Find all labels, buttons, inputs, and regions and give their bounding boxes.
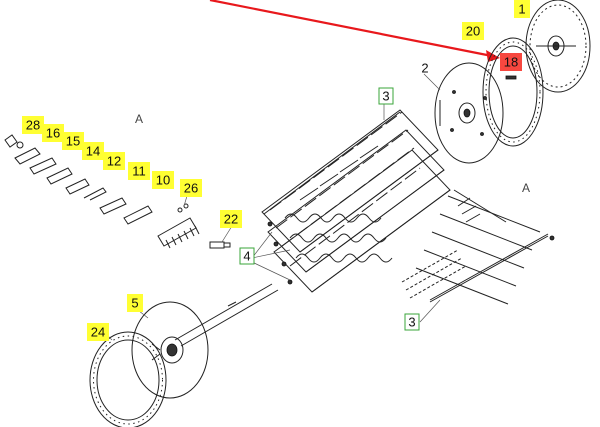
callout-box	[82, 142, 104, 160]
callout-text: 20	[466, 24, 480, 39]
callout-c11: 11	[128, 162, 150, 180]
callout-text: 14	[86, 144, 100, 159]
callout-c5: 5	[127, 294, 143, 312]
callout-text: 18	[504, 55, 518, 70]
part-24-ring	[89, 331, 167, 427]
callout-text: 12	[107, 154, 121, 169]
callout-box	[462, 22, 484, 40]
callout-c20: 20	[462, 22, 484, 40]
callout-c10: 10	[152, 171, 174, 189]
part-3-bar-assembly	[401, 189, 555, 305]
part-2-disk-plate	[434, 62, 504, 164]
callout-box	[62, 132, 84, 150]
callout-text: 22	[224, 212, 238, 227]
callout-labels: 1 20 18 2 3 3 4 28 16 15 14 12 11 10 26 22 5 24	[22, 0, 530, 341]
section-letter-a-right: A	[522, 181, 530, 195]
callout-box	[128, 162, 150, 180]
callout-box	[500, 53, 522, 71]
callout-box	[42, 124, 64, 142]
callout-text: 5	[131, 296, 138, 311]
callout-text: 26	[184, 181, 198, 196]
callout-text: 3	[408, 315, 415, 330]
callout-box	[22, 116, 44, 134]
callout-box	[378, 87, 394, 105]
callout-c18: 18	[500, 53, 522, 71]
callout-c3b: 3	[404, 313, 420, 331]
callout-text: 24	[91, 325, 105, 340]
callout-text: 3	[382, 89, 389, 104]
callout-box	[220, 210, 242, 228]
callout-text: 28	[26, 118, 40, 133]
callout-box	[404, 313, 420, 331]
callout-c2: 2	[421, 61, 428, 76]
callout-c4: 4	[239, 247, 255, 265]
callout-c28: 28	[22, 116, 44, 134]
callout-c26: 26	[180, 179, 202, 197]
part-26-comb-bracket	[157, 203, 200, 249]
callout-c15: 15	[62, 132, 84, 150]
callout-text: 10	[156, 173, 170, 188]
part-4-rotor-body	[261, 109, 451, 293]
callout-c16: 16	[42, 124, 64, 142]
callout-box	[514, 0, 530, 18]
callout-text: 16	[46, 126, 60, 141]
small-parts-row	[4, 134, 153, 225]
part-1-flange-disk	[525, 0, 591, 93]
section-letter-a-top: A	[135, 112, 143, 126]
callout-c12: 12	[103, 152, 125, 170]
callout-text: 11	[132, 164, 146, 179]
callout-box	[127, 294, 143, 312]
callout-box	[180, 179, 202, 197]
callout-text: 4	[243, 249, 250, 264]
callout-box	[152, 171, 174, 189]
callout-c3a: 3	[378, 87, 394, 105]
callout-c24: 24	[87, 323, 109, 341]
callout-c1: 1	[514, 0, 530, 18]
red-arrow	[209, 0, 500, 62]
part-5-shaft	[131, 283, 279, 399]
callout-text: 15	[66, 134, 80, 149]
callout-box	[103, 152, 125, 170]
callout-box	[87, 323, 109, 341]
leader-lines	[103, 73, 441, 341]
callout-c22: 22	[220, 210, 242, 228]
callout-text: 2	[421, 61, 428, 76]
callout-c14: 14	[82, 142, 104, 160]
part-22-bolt	[209, 241, 231, 249]
callout-text: 1	[518, 2, 525, 17]
callout-box	[239, 247, 255, 265]
